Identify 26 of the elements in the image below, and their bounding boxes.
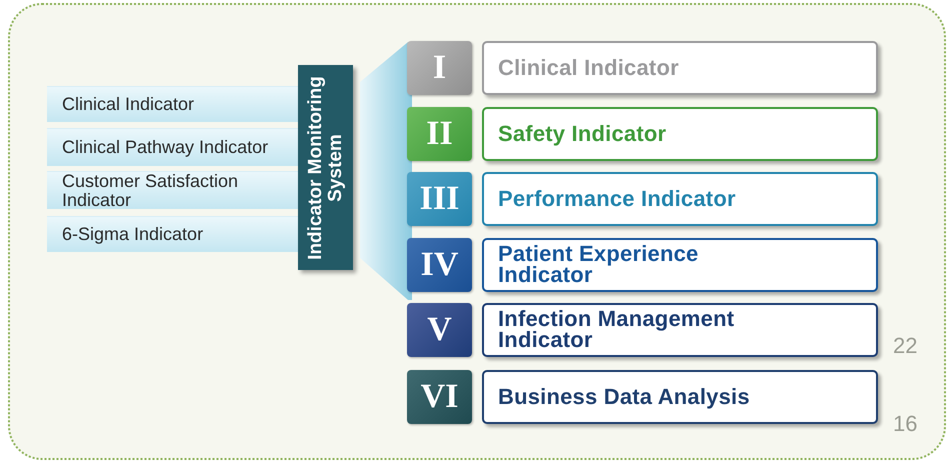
- indicator-box: [482, 303, 878, 357]
- fan-shape: [360, 42, 412, 300]
- indicator-title: Clinical Indicator: [498, 58, 679, 78]
- page-number: 22: [893, 333, 918, 359]
- indicator-title: Safety Indicator: [498, 124, 666, 144]
- indicator-box: [482, 41, 878, 95]
- indicator-bar: Clinical Indicator: [47, 86, 300, 122]
- indicator-bar: Clinical Pathway Indicator: [47, 128, 300, 166]
- numeral-tile: V: [407, 303, 472, 357]
- system-box: Indicator Monitoring System: [298, 65, 353, 270]
- indicator-title: Performance Indicator: [498, 188, 736, 210]
- numeral-tile: IV: [407, 238, 472, 292]
- numeral-tile: III: [407, 172, 472, 226]
- page-number: 16: [893, 411, 918, 437]
- indicator-title: Business Data Analysis: [498, 386, 750, 408]
- indicator-bar: 6-Sigma Indicator: [47, 216, 300, 252]
- indicator-bar: Customer Satisfaction Indicator: [47, 171, 300, 209]
- numeral-tile: VI: [407, 370, 472, 424]
- numeral-tile: II: [407, 107, 472, 161]
- indicator-box: [482, 238, 878, 292]
- indicator-title: Infection Management Indicator: [498, 309, 736, 351]
- indicator-box: [482, 107, 878, 161]
- indicator-box: [482, 172, 878, 226]
- indicator-title: Patient Experience Indicator: [498, 244, 700, 286]
- indicator-box: [482, 370, 878, 424]
- numeral-tile: I: [407, 41, 472, 95]
